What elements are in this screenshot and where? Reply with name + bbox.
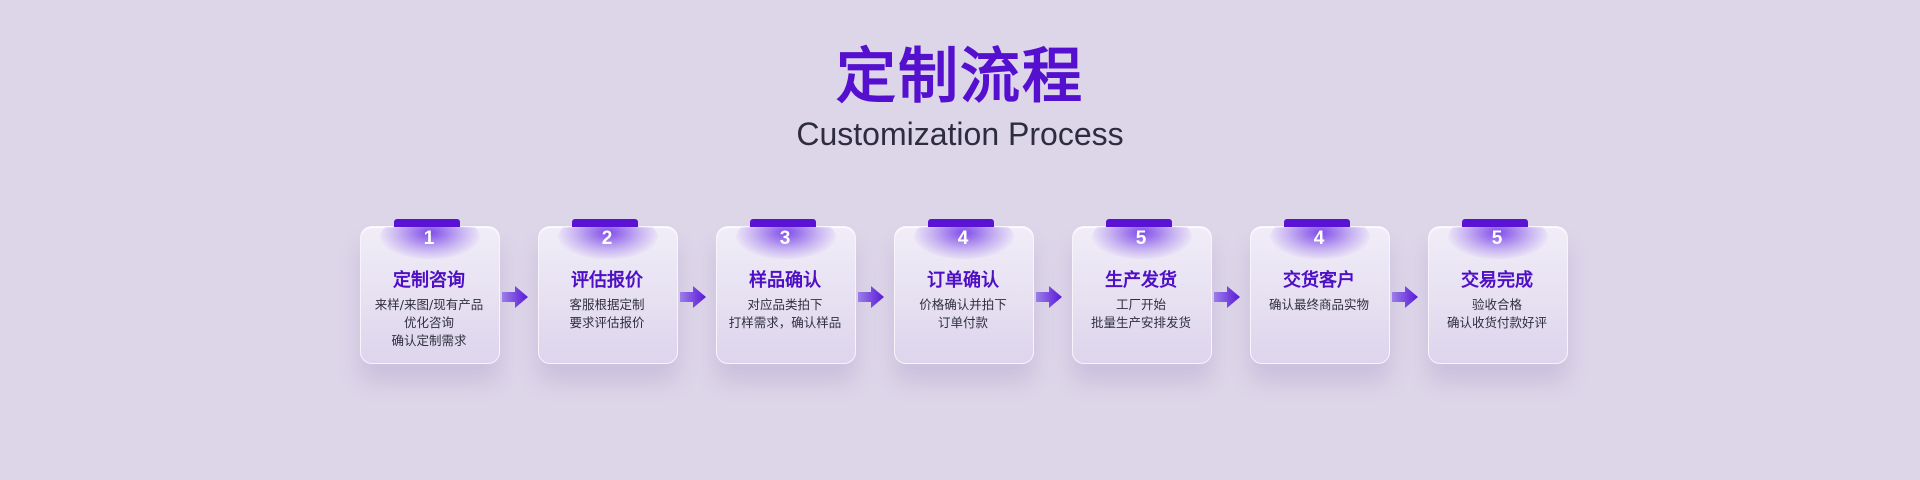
right-arrow-icon (1036, 286, 1062, 308)
step-description-line: 打样需求，确认样品 (728, 315, 842, 330)
step-card (360, 226, 500, 364)
step-description-line: 来样/来图/现有产品 (374, 297, 484, 312)
step-description-line: 验收合格 (1471, 297, 1522, 312)
right-arrow-icon (858, 286, 884, 308)
step-card (1250, 226, 1390, 364)
step-number: 3 (779, 228, 791, 249)
step-title: 订单确认 (927, 270, 999, 291)
step-description-line: 工厂开始 (1115, 297, 1166, 312)
step-number: 2 (601, 228, 613, 249)
step-number: 4 (957, 228, 969, 249)
step-description-line: 价格确认并拍下 (919, 297, 1007, 312)
process-step-2: 2 评估报价 客服根据定制 要求评估报价 (538, 216, 678, 364)
step-tab (1462, 219, 1528, 227)
process-step-1: 1 定制咨询 来样/来图/现有产品 优化咨询 确认定制需求 (360, 216, 500, 364)
right-arrow-icon (1214, 286, 1240, 308)
step-card (894, 226, 1034, 364)
right-arrow-icon (680, 286, 706, 308)
step-card (716, 226, 856, 364)
process-step-4: 4 订单确认 价格确认并拍下 订单付款 (894, 216, 1034, 364)
step-tab (1284, 219, 1350, 227)
right-arrow-icon (1392, 286, 1418, 308)
step-number: 5 (1491, 228, 1503, 249)
step-description: 对应品类拍下 打样需求，确认样品 (720, 296, 850, 332)
right-arrow-icon (502, 286, 528, 308)
step-number: 1 (423, 228, 435, 249)
step-description-line: 确认收货付款好评 (1446, 315, 1547, 330)
step-title: 样品确认 (749, 270, 821, 291)
step-title: 交易完成 (1461, 270, 1533, 291)
step-description-line: 批量生产安排发货 (1090, 315, 1191, 330)
step-description-line: 确认定制需求 (391, 333, 467, 348)
step-description-line: 确认最终商品实物 (1268, 297, 1369, 312)
step-tab (572, 219, 638, 227)
page-title: 定制流程 (836, 42, 1084, 112)
page-header: 定制流程 Customization Process (0, 40, 1920, 154)
step-card (1072, 226, 1212, 364)
step-description-line: 订单付款 (937, 315, 988, 330)
page-subtitle: Customization Process (796, 116, 1124, 152)
step-number: 4 (1313, 228, 1325, 249)
step-description: 价格确认并拍下 订单付款 (898, 296, 1028, 332)
step-description: 来样/来图/现有产品 优化咨询 确认定制需求 (364, 296, 494, 350)
step-tab (750, 219, 816, 227)
step-tab (928, 219, 994, 227)
process-flow: 1 定制咨询 来样/来图/现有产品 优化咨询 确认定制需求 2 评估报价 客服根… (360, 216, 1568, 396)
step-title: 生产发货 (1105, 270, 1177, 291)
step-title: 交货客户 (1283, 270, 1355, 291)
step-description: 确认最终商品实物 (1254, 296, 1384, 314)
step-title: 定制咨询 (393, 270, 465, 291)
step-description-line: 对应品类拍下 (747, 297, 823, 312)
step-card (538, 226, 678, 364)
process-step-3: 3 样品确认 对应品类拍下 打样需求，确认样品 (716, 216, 856, 364)
step-card (1428, 226, 1568, 364)
process-step-7: 5 交易完成 验收合格 确认收货付款好评 (1428, 216, 1568, 364)
step-description-line: 客服根据定制 (569, 297, 645, 312)
step-description: 工厂开始 批量生产安排发货 (1076, 296, 1206, 332)
process-step-6: 4 交货客户 确认最终商品实物 (1250, 216, 1390, 364)
step-tab (1106, 219, 1172, 227)
step-description: 验收合格 确认收货付款好评 (1432, 296, 1562, 332)
step-number: 5 (1135, 228, 1147, 249)
process-step-5: 5 生产发货 工厂开始 批量生产安排发货 (1072, 216, 1212, 364)
step-title: 评估报价 (571, 270, 643, 291)
step-tab (394, 219, 460, 227)
step-description: 客服根据定制 要求评估报价 (542, 296, 672, 332)
step-description-line: 优化咨询 (403, 315, 454, 330)
step-description-line: 要求评估报价 (569, 315, 645, 330)
